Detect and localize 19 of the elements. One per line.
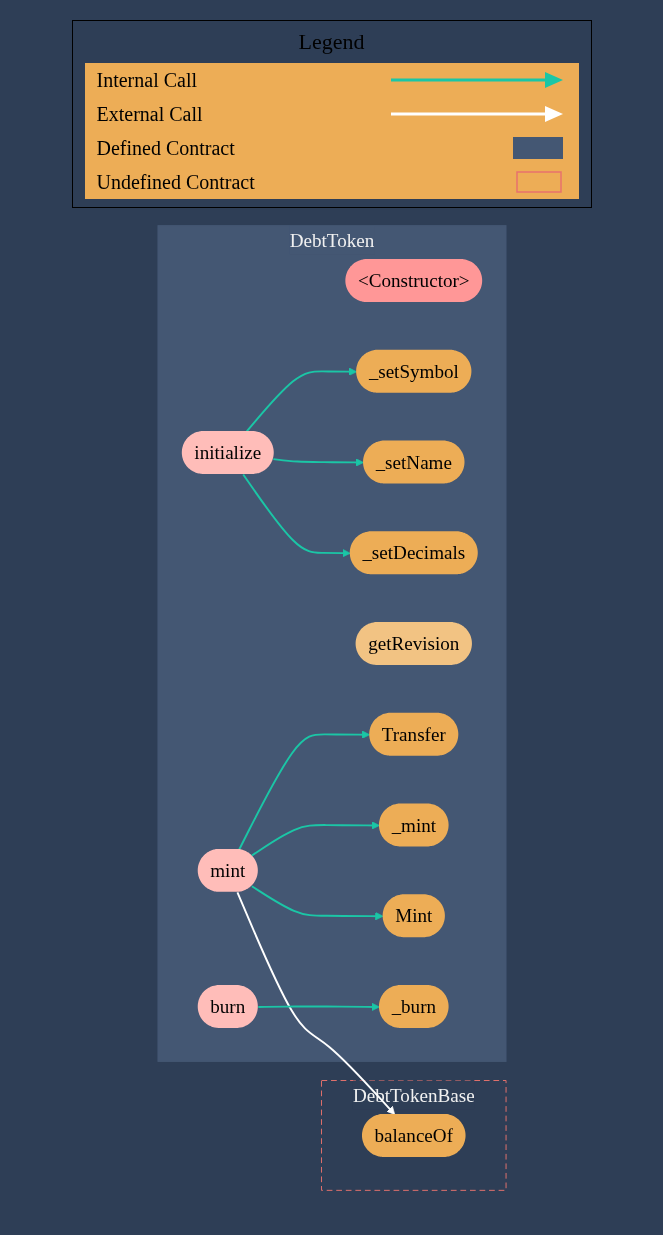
legend-text: External Call [96, 102, 203, 126]
legend-title: Legend [297, 29, 366, 55]
node-box: _setDecimals [349, 531, 478, 575]
node-box: <Constructor> [344, 259, 482, 303]
legend-text: Defined Contract [96, 136, 235, 160]
node-box: getRevision [355, 622, 472, 665]
arrow [256, 1002, 380, 1012]
arrow [250, 821, 380, 857]
arrow [271, 458, 364, 467]
node-box: _setSymbol [355, 349, 471, 393]
arrow [235, 891, 395, 1115]
arrow [241, 473, 351, 558]
legend-text: Internal Call [96, 68, 198, 92]
node-box: balanceOf [361, 1113, 466, 1157]
legend-text: Undefined Contract [96, 170, 255, 194]
node-box: _setName [362, 440, 464, 484]
arrow [237, 730, 370, 851]
arrow [250, 885, 383, 921]
arrow [245, 367, 357, 433]
